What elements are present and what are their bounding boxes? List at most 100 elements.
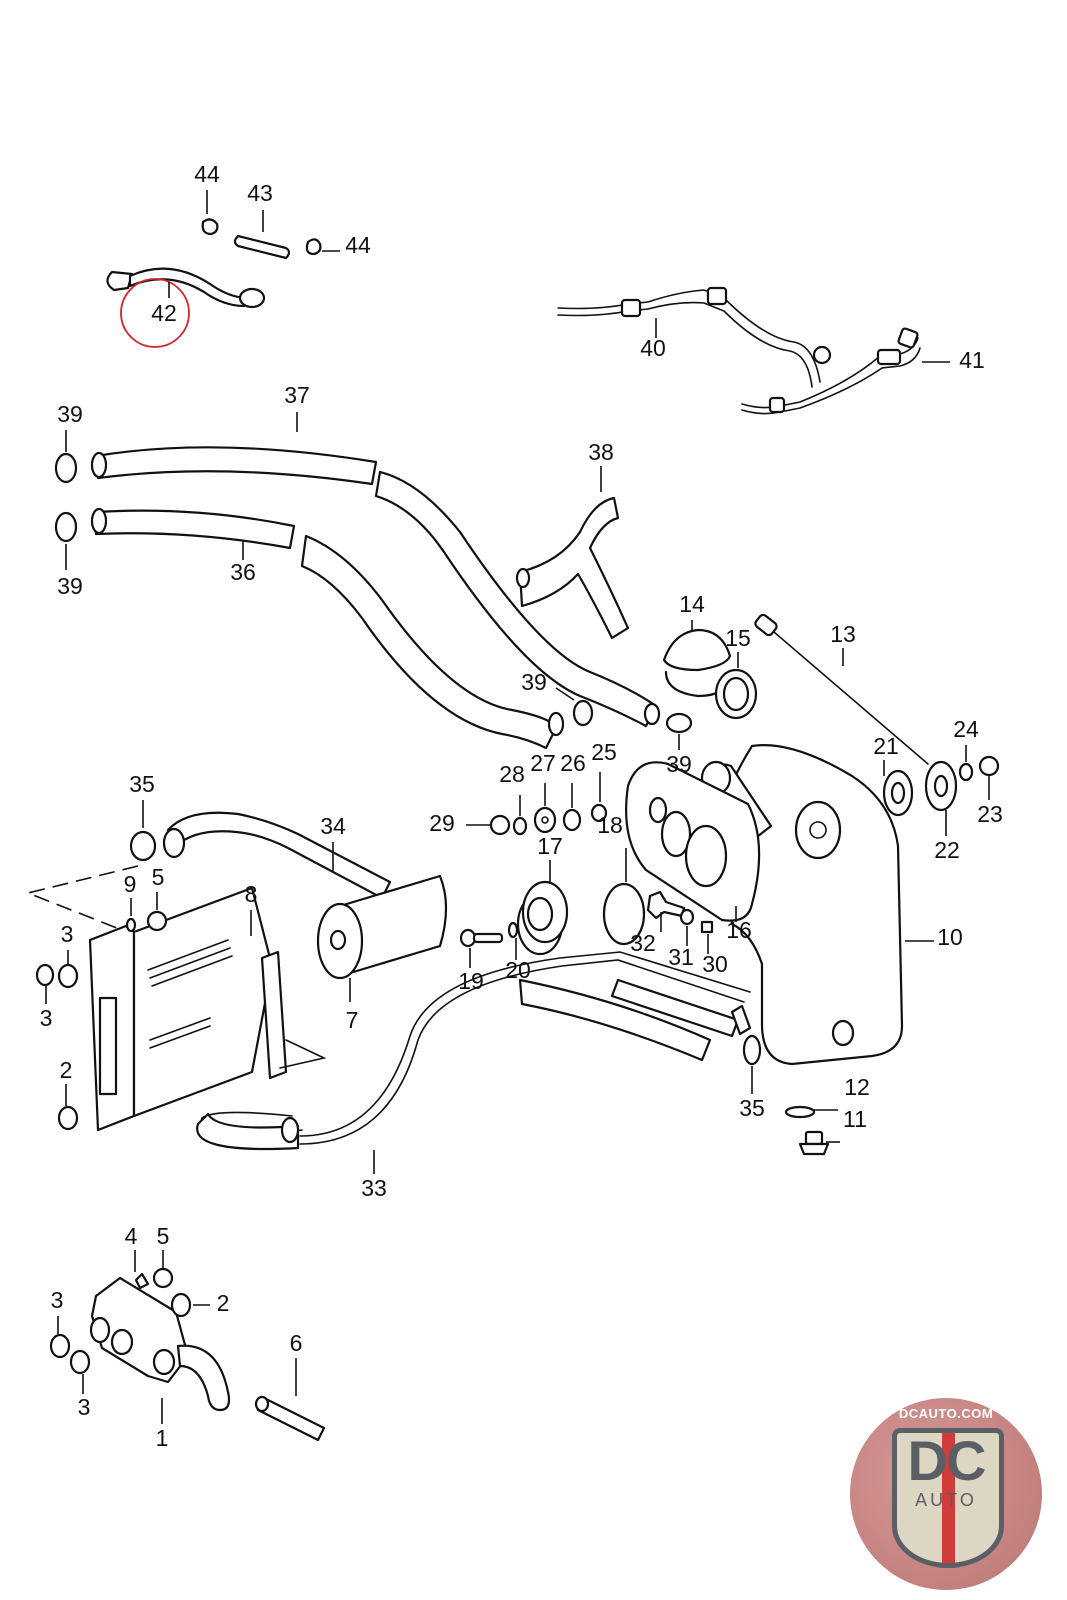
- part-21-plate[interactable]: [882, 769, 914, 817]
- callout-15: 15: [725, 625, 751, 651]
- part-22-washer[interactable]: [924, 760, 958, 812]
- callout-40: 40: [640, 335, 666, 361]
- callout-37: 37: [284, 382, 310, 408]
- part-20-washer[interactable]: [507, 921, 519, 939]
- callout-6: 6: [290, 1330, 303, 1356]
- callout-31: 31: [668, 944, 694, 970]
- part-5-nut-a[interactable]: [146, 910, 168, 932]
- part-25-bushing[interactable]: [590, 803, 608, 823]
- part-3-spacer-b[interactable]: [57, 963, 79, 989]
- part-4-clip[interactable]: [134, 1272, 150, 1290]
- callout-17: 17: [537, 833, 563, 859]
- part-6-pipe[interactable]: [254, 1395, 326, 1442]
- part-2-spacer-b[interactable]: [170, 1292, 192, 1318]
- callout-3: 3: [51, 1287, 64, 1313]
- part-2-spacer-a[interactable]: [57, 1105, 79, 1131]
- callout-44: 44: [194, 161, 220, 187]
- logo-subtext: AUTO: [915, 1490, 977, 1510]
- callout-44: 44: [345, 232, 371, 258]
- part-38-hose[interactable]: [515, 496, 630, 640]
- part-33-oil-line[interactable]: [196, 951, 752, 1151]
- part-39-clamp-b[interactable]: [54, 511, 78, 543]
- logo-stripe: [942, 1433, 955, 1563]
- callout-30: 30: [702, 951, 728, 977]
- part-3-spacer-d[interactable]: [69, 1349, 91, 1375]
- part-18-o-ring[interactable]: [602, 882, 646, 946]
- leader-39c: [555, 687, 575, 701]
- callout-5: 5: [152, 864, 165, 890]
- part-43-hose[interactable]: [233, 234, 291, 260]
- part-40-oil-line[interactable]: [557, 286, 832, 388]
- part-39-clamp-c[interactable]: [572, 699, 594, 727]
- callout-39: 39: [57, 401, 83, 427]
- part-35-clamp-b[interactable]: [742, 1034, 762, 1066]
- part-27-grommet[interactable]: [533, 806, 557, 834]
- callout-5: 5: [157, 1223, 170, 1249]
- part-7-oil-filter[interactable]: [316, 874, 448, 980]
- part-39-clamp-d[interactable]: [665, 712, 693, 734]
- callout-24: 24: [953, 716, 979, 742]
- part-23-nut[interactable]: [978, 755, 1000, 777]
- part-24-washer[interactable]: [958, 762, 974, 782]
- logo-shield: [892, 1428, 1004, 1568]
- callout-29: 29: [429, 810, 455, 836]
- callout-3: 3: [40, 1005, 53, 1031]
- callout-20: 20: [505, 957, 531, 983]
- part-8-oil-cooler[interactable]: [88, 886, 288, 1132]
- part-36-hose[interactable]: [90, 507, 565, 750]
- callout-3: 3: [61, 921, 74, 947]
- part-30-clip[interactable]: [700, 920, 714, 934]
- part-19-bolt[interactable]: [459, 928, 504, 948]
- part-17-thermostat[interactable]: [516, 880, 569, 956]
- part-3-spacer-c[interactable]: [49, 1333, 71, 1359]
- callout-38: 38: [588, 439, 614, 465]
- callout-26: 26: [560, 750, 586, 776]
- callout-32: 32: [630, 930, 656, 956]
- cooler-guide-line: [279, 1039, 327, 1069]
- callout-18: 18: [597, 812, 623, 838]
- callout-34: 34: [320, 813, 346, 839]
- callout-4: 4: [125, 1223, 138, 1249]
- part-34-hose[interactable]: [162, 811, 392, 900]
- part-3-spacer-a[interactable]: [35, 963, 55, 987]
- part-44-clamp-b[interactable]: [305, 238, 322, 256]
- part-32-fitting[interactable]: [646, 890, 686, 920]
- callout-9: 9: [124, 871, 137, 897]
- part-16-bracket[interactable]: [625, 761, 761, 922]
- callout-16: 16: [726, 917, 752, 943]
- callout-39: 39: [521, 669, 547, 695]
- part-28-washer[interactable]: [512, 816, 528, 836]
- callout-36: 36: [230, 559, 256, 585]
- callout-22: 22: [934, 837, 960, 863]
- callout-3: 3: [78, 1394, 91, 1420]
- callout-39: 39: [57, 573, 83, 599]
- part-39-clamp-a[interactable]: [54, 452, 78, 484]
- part-31-washer[interactable]: [679, 908, 695, 926]
- callout-19: 19: [458, 968, 484, 994]
- callout-7: 7: [346, 1007, 359, 1033]
- callout-2: 2: [60, 1057, 73, 1083]
- dashed-guide: [25, 865, 139, 931]
- part-1-oil-pump[interactable]: [89, 1276, 231, 1412]
- part-29-nut[interactable]: [489, 814, 511, 836]
- part-37-hose[interactable]: [90, 446, 661, 728]
- callout-14: 14: [679, 591, 705, 617]
- callout-12: 12: [844, 1074, 870, 1100]
- part-35-clamp-a[interactable]: [129, 830, 157, 862]
- part-41-oil-line[interactable]: [741, 327, 921, 415]
- callout-23: 23: [977, 801, 1003, 827]
- callout-35: 35: [129, 771, 155, 797]
- callout-39: 39: [666, 751, 692, 777]
- part-26-bushing[interactable]: [562, 808, 582, 832]
- part-15-seal[interactable]: [714, 668, 758, 720]
- part-5-nut-b[interactable]: [152, 1267, 174, 1289]
- callout-1: 1: [156, 1425, 169, 1451]
- part-44-clamp-a[interactable]: [201, 218, 219, 236]
- part-12-washer[interactable]: [784, 1105, 816, 1119]
- part-14-filler-cap[interactable]: [662, 628, 732, 698]
- part-9-washer[interactable]: [125, 917, 137, 933]
- callout-13: 13: [830, 621, 856, 647]
- part-11-drain-plug[interactable]: [798, 1130, 830, 1156]
- part-13-dipstick[interactable]: [754, 613, 929, 765]
- part-42-oil-line[interactable]: [106, 267, 266, 309]
